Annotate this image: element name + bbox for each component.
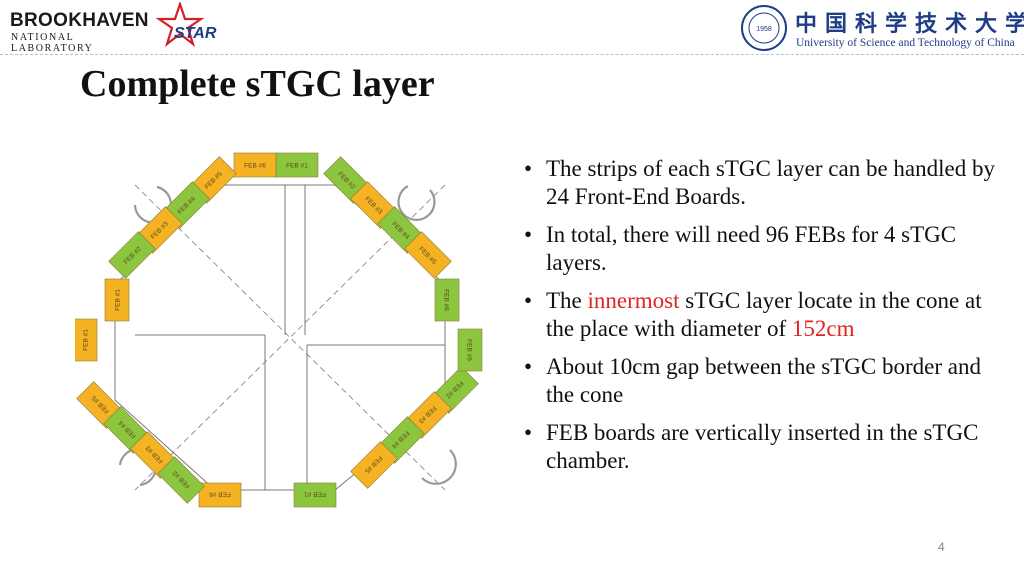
feb-board-rect xyxy=(75,318,98,362)
bullet-list: • The strips of each sTGC layer can be ha… xyxy=(520,155,1005,485)
bullet-item: • In total, there will need 96 FEBs for 4… xyxy=(520,221,1005,277)
rotate-arrow-icon xyxy=(421,449,457,485)
brookhaven-logo: BROOKHAVEN NATIONAL LABORATORY xyxy=(10,10,160,54)
bullet-item: • FEB boards are vertically inserted in t… xyxy=(520,419,1005,475)
bullet-text: The xyxy=(546,288,588,313)
bullet-text: 152cm xyxy=(791,316,855,341)
bullet-dot: • xyxy=(524,222,533,247)
bullet-dot: • xyxy=(524,420,533,445)
feb-board-rect xyxy=(157,456,205,504)
bullet-item: • About 10cm gap between the sTGC border … xyxy=(520,353,1005,409)
feb-board-rect xyxy=(457,328,483,372)
feb-board-rect xyxy=(275,152,319,178)
bullet-text: In total, there will need 96 FEBs for 4 … xyxy=(546,222,957,275)
slide-title: Complete sTGC layer xyxy=(80,63,435,105)
feb-board: FEB #6 xyxy=(457,328,483,372)
feb-board: FEB #1 xyxy=(104,278,130,322)
feb-board: FEB #6 xyxy=(233,152,277,178)
feb-board: FEB #1 xyxy=(275,152,319,178)
feb-board-rect xyxy=(434,278,460,322)
feb-board-rect xyxy=(350,441,398,489)
page-number: 4 xyxy=(938,540,945,554)
bullet-text: About 10cm gap between the sTGC border a… xyxy=(546,354,981,407)
feb-board: FEB #5 xyxy=(404,231,452,279)
bullet-dot: • xyxy=(524,288,533,313)
feb-board-rect xyxy=(108,231,156,279)
feb-board-rect xyxy=(293,482,337,508)
bullet-dot: • xyxy=(524,354,533,379)
feb-board-rect xyxy=(233,152,277,178)
bullet-text: sTGC layer locate in the cone at the pla… xyxy=(546,288,982,341)
ustc-name-en: University of Science and Technology of … xyxy=(796,37,1015,49)
feb-label: FEB #6 xyxy=(443,289,450,311)
feb-label: FEB #6 xyxy=(466,339,473,361)
feb-board: FEB #1 xyxy=(293,482,337,508)
bullet-item: • The innermost sTGC layer locate in the … xyxy=(520,287,1005,343)
bullet-text: FEB boards are vertically inserted in th… xyxy=(546,420,979,473)
ustc-name-cn: 中国科学技术大学 xyxy=(795,11,1024,37)
feb-board: FEB #5 xyxy=(350,441,398,489)
rotate-arrow-icon xyxy=(397,185,436,221)
feb-board: FEB #6 xyxy=(434,278,460,322)
ustc-seal-icon: 1958 xyxy=(741,5,787,51)
bullet-item: • The strips of each sTGC layer can be ha… xyxy=(520,155,1005,211)
feb-label: FEB #6 xyxy=(209,491,231,498)
ustc-seal-year: 1958 xyxy=(756,26,772,33)
star-logo: STAR xyxy=(155,2,217,47)
feb-board-rect xyxy=(198,482,242,508)
feb-board: FEB #1 xyxy=(75,318,98,362)
header-divider xyxy=(0,54,1024,55)
feb-label: FEB #1 xyxy=(83,329,90,351)
feb-label: FEB #1 xyxy=(115,289,122,311)
feb-label: FEB #1 xyxy=(286,163,308,170)
feb-label: FEB #1 xyxy=(304,491,326,498)
brookhaven-name: BROOKHAVEN xyxy=(10,10,149,31)
ustc-logo: 1958 中国科学技术大学 University of Science and … xyxy=(740,4,1024,52)
feb-board: FEB #2 xyxy=(157,456,205,504)
brookhaven-subtitle: NATIONAL LABORATORY xyxy=(11,32,94,54)
bullet-dot: • xyxy=(524,156,533,181)
star-text: STAR xyxy=(174,25,217,42)
feb-board: FEB #6 xyxy=(198,482,242,508)
feb-board: FEB #2 xyxy=(108,231,156,279)
feb-board-rect xyxy=(404,231,452,279)
feb-label: FEB #6 xyxy=(244,163,266,170)
bullet-text: innermost xyxy=(587,288,680,313)
feb-board-rect xyxy=(104,278,130,322)
bullet-text: The strips of each sTGC layer can be han… xyxy=(546,156,995,209)
